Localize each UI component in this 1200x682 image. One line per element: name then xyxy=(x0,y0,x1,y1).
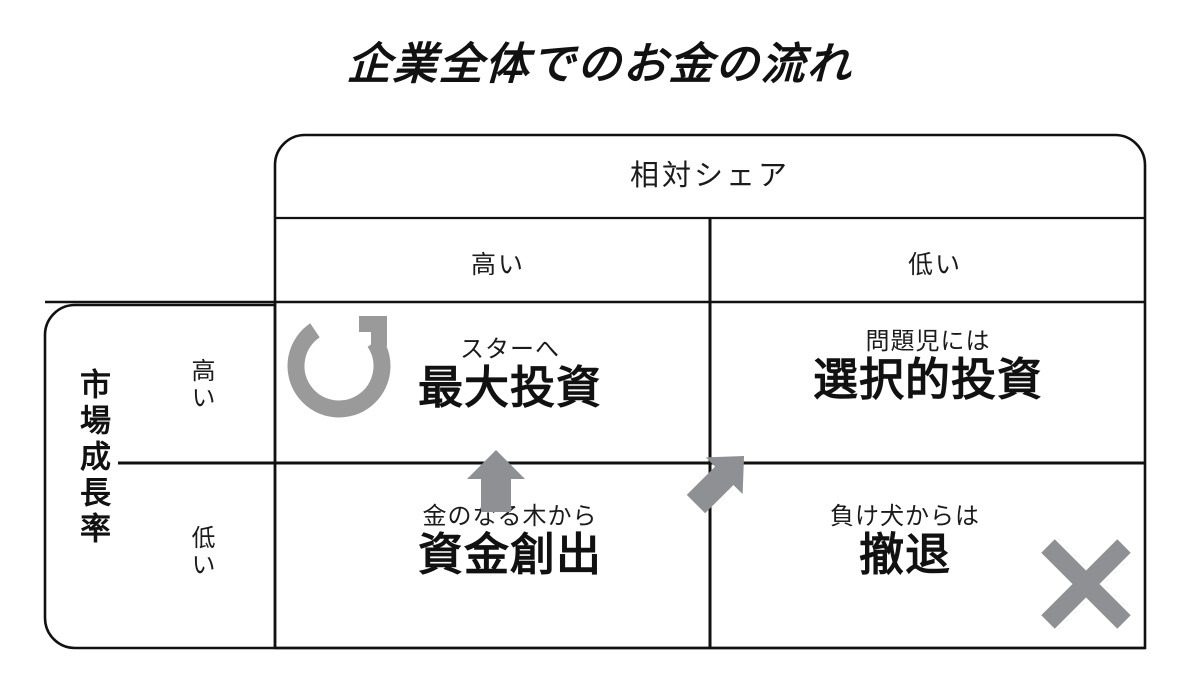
column-axis-label: 相対シェア xyxy=(629,160,790,192)
row-label-low: 低い xyxy=(187,525,214,579)
quadrant-question-mark: 問題児には 選択的投資 xyxy=(718,330,1138,406)
quadrant-star-subtitle: スターへ xyxy=(460,336,560,363)
quadrant-star: スターへ 最大投資 xyxy=(330,338,690,414)
quadrant-dog-title: 撤退 xyxy=(858,529,951,580)
arrow-diagonal-icon xyxy=(686,455,745,514)
matrix-outer-border xyxy=(273,133,1147,650)
column-label-high: 高い xyxy=(470,251,525,279)
quadrant-question-mark-title: 選択的投資 xyxy=(812,354,1043,405)
row-header-border xyxy=(43,303,275,650)
quadrant-dog: 負け犬からは 撤退 xyxy=(740,505,1070,581)
quadrant-cash-cow: 金のなる木から 資金創出 xyxy=(330,505,690,581)
row-axis-label: 市場成長率 xyxy=(75,368,110,548)
quadrant-cash-cow-title: 資金創出 xyxy=(417,529,602,580)
quadrant-dog-subtitle: 負け犬からは xyxy=(830,503,980,530)
column-label-low: 低い xyxy=(907,251,962,279)
cross-icon xyxy=(1041,539,1131,629)
cycle-arrow-icon xyxy=(287,316,391,418)
arrow-up-icon xyxy=(467,450,525,512)
quadrant-star-title: 最大投資 xyxy=(417,362,602,413)
quadrant-question-mark-subtitle: 問題児には xyxy=(865,328,991,355)
row-label-high: 高い xyxy=(187,358,214,412)
